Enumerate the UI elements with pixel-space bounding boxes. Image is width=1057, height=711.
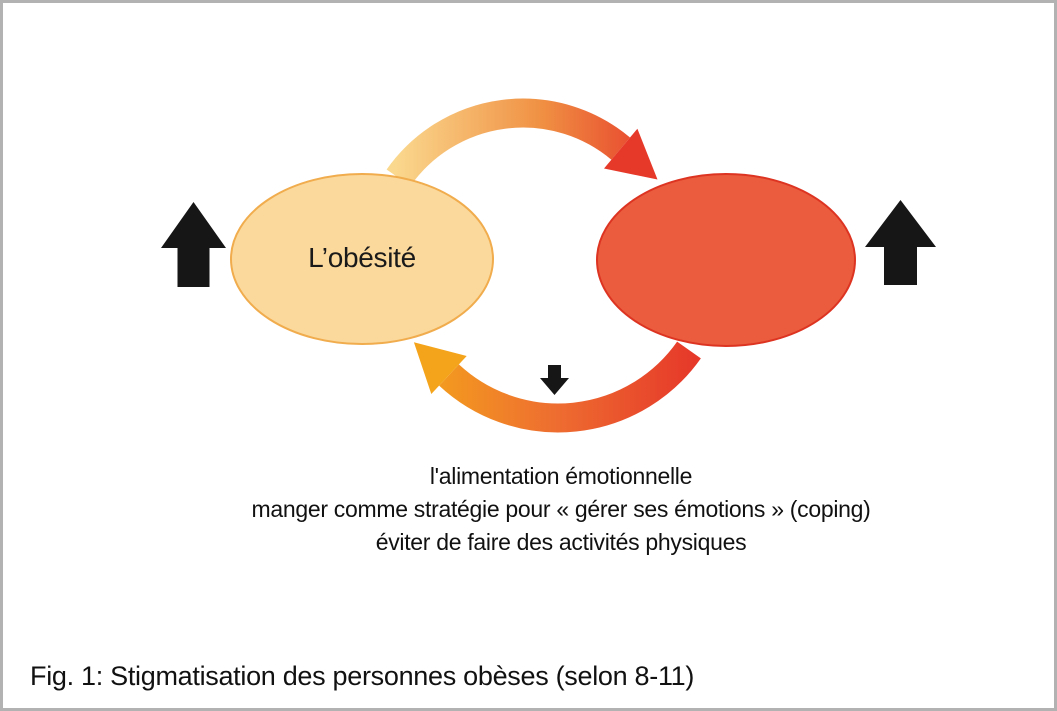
- description-line: manger comme stratégie pour « gérer ses …: [251, 496, 871, 522]
- cycle-arrow-bottom-head-icon: [413, 342, 467, 394]
- increase-arrow-left-icon: [161, 202, 226, 287]
- obesity-ellipse: [230, 173, 494, 345]
- obesity-label: L’obésité: [308, 242, 416, 273]
- cycle-arrow-top-head-icon: [604, 128, 658, 180]
- description-line: éviter de faire des activités physiques: [375, 529, 747, 555]
- description-line: l'alimentation émotionnelle: [429, 463, 693, 489]
- stigmatisation-ellipse: [596, 173, 856, 347]
- cycle-arrow-bottom-icon: [439, 341, 701, 433]
- decrease-arrow-icon: [540, 365, 569, 395]
- increase-arrow-right-icon: [865, 200, 936, 285]
- cycle-arrow-top-icon: [386, 98, 631, 187]
- description-block: l'alimentation émotionnelle manger comme…: [161, 460, 961, 559]
- figure-caption: Fig. 1: Stigmatisation des personnes obè…: [30, 661, 695, 691]
- cycle-diagram: [161, 98, 936, 433]
